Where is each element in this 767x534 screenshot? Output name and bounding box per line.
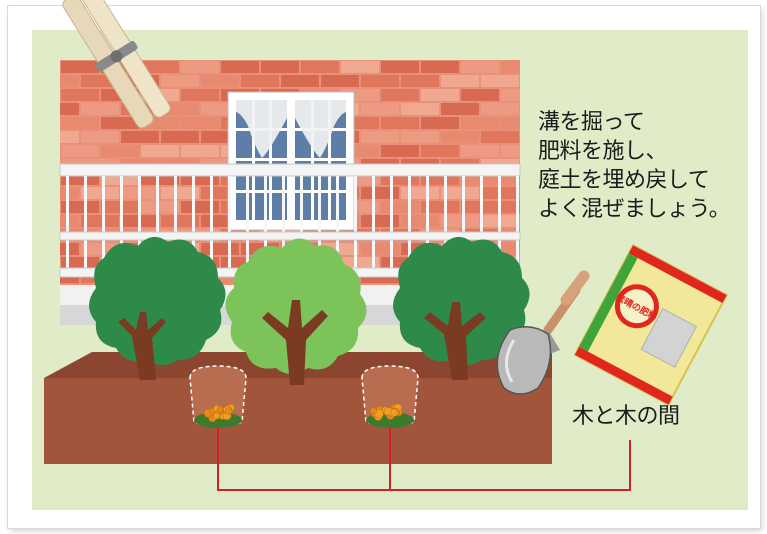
guide-line — [217, 428, 631, 491]
hole-left — [189, 365, 247, 428]
shovel-icon — [496, 270, 590, 395]
tree-right — [393, 236, 530, 380]
between-trees-label: 木と木の間 — [572, 404, 680, 429]
fertilizer-bag-icon: 素晴の肥料 — [573, 243, 729, 406]
clothespin-icon — [62, 0, 171, 129]
soil-bed — [44, 352, 552, 464]
instruction-line: 溝を掘って — [538, 110, 645, 135]
tree-left — [89, 236, 226, 380]
instruction-line: 肥料を施し、 — [538, 139, 668, 164]
hole-right — [361, 365, 419, 428]
instruction-line: よく混ぜましょう。 — [538, 197, 731, 222]
instruction-line: 庭土を埋め戻して — [538, 168, 710, 193]
instruction-text: 溝を掘って 肥料を施し、 庭土を埋め戻して よく混ぜましょう。 — [538, 108, 731, 224]
tree-middle — [225, 238, 367, 385]
